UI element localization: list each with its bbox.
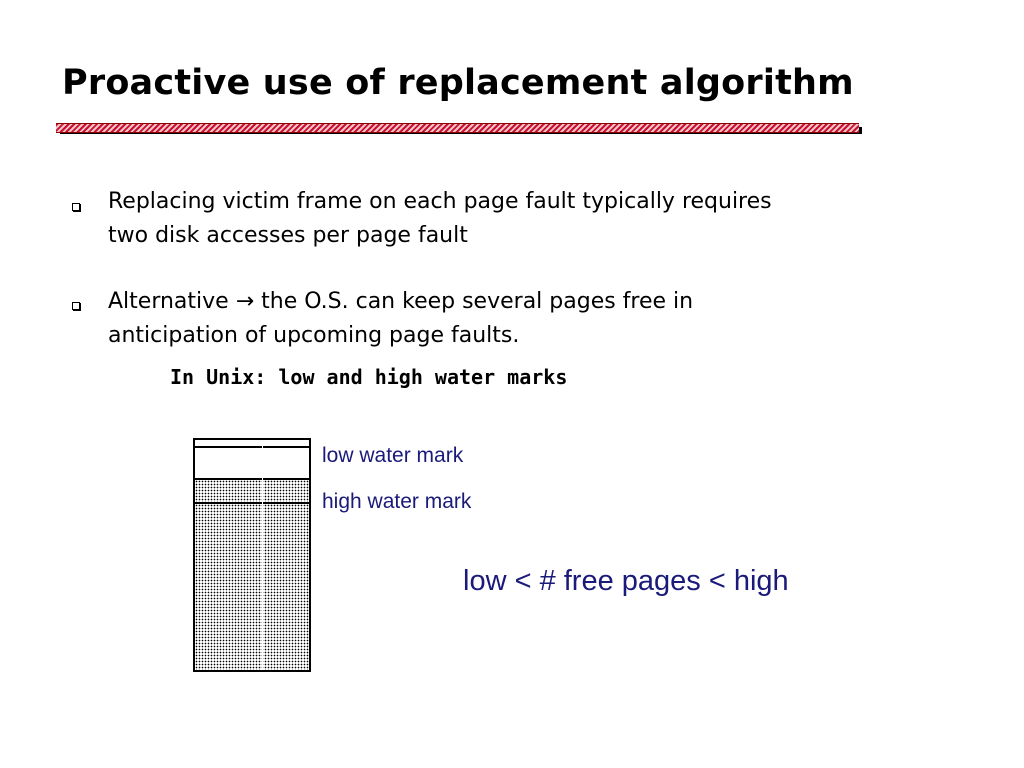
low-water-mark-label: low water mark: [322, 444, 464, 467]
high-water-mark-label: high water mark: [322, 490, 472, 513]
column-divider: [262, 440, 263, 670]
high-water-mark-line: [195, 502, 309, 504]
bullet-icon: [72, 302, 80, 310]
bullet-1-line-2: two disk accesses per page fault: [108, 223, 468, 248]
bullet-2-prefix: Alternative: [108, 289, 236, 314]
page-frame-stack: [193, 438, 311, 672]
title-underline-shadow-side: [859, 127, 862, 134]
slide-title: Proactive use of replacement algorithm: [62, 63, 854, 103]
sub-note: In Unix: low and high water marks: [170, 365, 568, 389]
used-pages-region: [195, 480, 309, 670]
bullet-1: Replacing victim frame on each page faul…: [108, 185, 928, 253]
bullet-1-line-1: Replacing victim frame on each page faul…: [108, 189, 772, 214]
low-water-mark-line: [195, 478, 309, 480]
bullet-2-line-2: anticipation of upcoming page faults.: [108, 323, 520, 348]
title-underline: [56, 123, 859, 133]
arrow-right-icon: →: [235, 289, 255, 314]
frame-divider: [195, 446, 309, 448]
bullet-2-line-1: Alternative → the O.S. can keep several …: [108, 285, 928, 319]
bullet-2-suffix: the O.S. can keep several pages free in: [254, 289, 694, 314]
title-underline-shadow: [60, 132, 862, 134]
bullet-icon: [72, 203, 80, 211]
free-pages-formula: low < # free pages < high: [463, 565, 789, 597]
bullet-2: Alternative → the O.S. can keep several …: [108, 285, 928, 353]
